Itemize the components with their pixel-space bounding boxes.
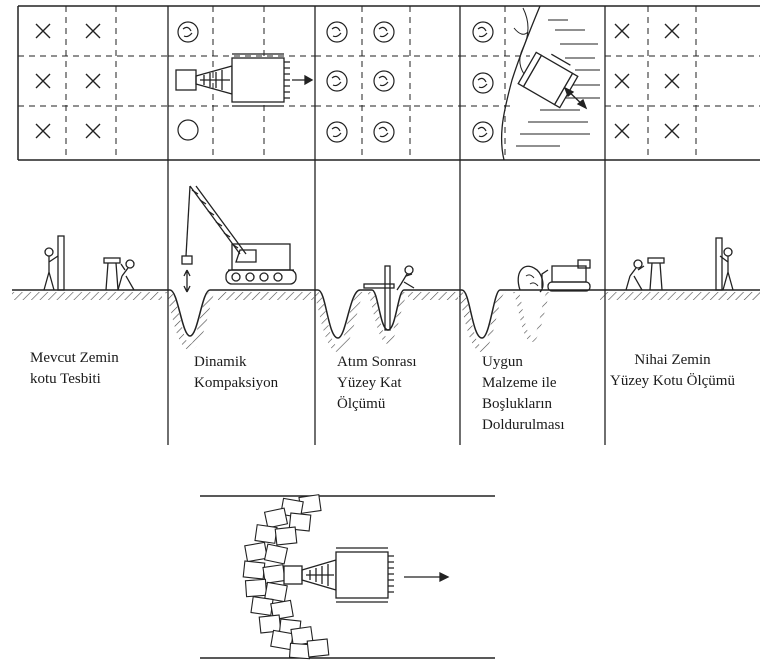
stage-label-line: Malzeme ile (482, 373, 565, 394)
crane-plan-icon (176, 54, 312, 106)
crane-section-icon (182, 186, 296, 292)
dozer-plan-icon (502, 6, 600, 160)
untreated-point-marks (36, 24, 679, 138)
stage-label-dinamik: Dinamik Kompaksiyon (194, 352, 278, 394)
crater-marks (178, 22, 493, 142)
stage-label-line: Doldurulması (482, 415, 565, 436)
dozer-section-icon (518, 260, 590, 292)
stage-label-line: Ölçümü (337, 394, 417, 415)
stage-label-line: Uygun (482, 352, 565, 373)
stage-label-uygun: Uygun Malzeme ile Boşlukların Doldurulma… (482, 352, 565, 436)
stage-label-line: Kompaksiyon (194, 373, 278, 394)
stage-label-atim: Atım Sonrası Yüzey Kat Ölçümü (337, 352, 417, 415)
stage-label-line: Boşlukların (482, 394, 565, 415)
surveyor-right-figure (626, 238, 733, 290)
bottom-crane-plan-icon (284, 548, 448, 602)
stage-label-line: Yüzey Kotu Ölçümü (610, 371, 735, 392)
stage-label-line: Dinamik (194, 352, 278, 373)
stage-label-line: kotu Tesbiti (30, 369, 119, 390)
stage-label-nihai: Nihai Zemin Yüzey Kotu Ölçümü (610, 350, 735, 392)
stage-label-line: Yüzey Kat (337, 373, 417, 394)
stage-label-line: Nihai Zemin (610, 350, 735, 371)
stage-label-line: Mevcut Zemin (30, 348, 119, 369)
stage-label-line: Atım Sonrası (337, 352, 417, 373)
stage-label-mevcut: Mevcut Zemin kotu Tesbiti (30, 348, 119, 390)
surveyor-left-figure (44, 236, 134, 290)
ground-hatching (12, 292, 760, 352)
